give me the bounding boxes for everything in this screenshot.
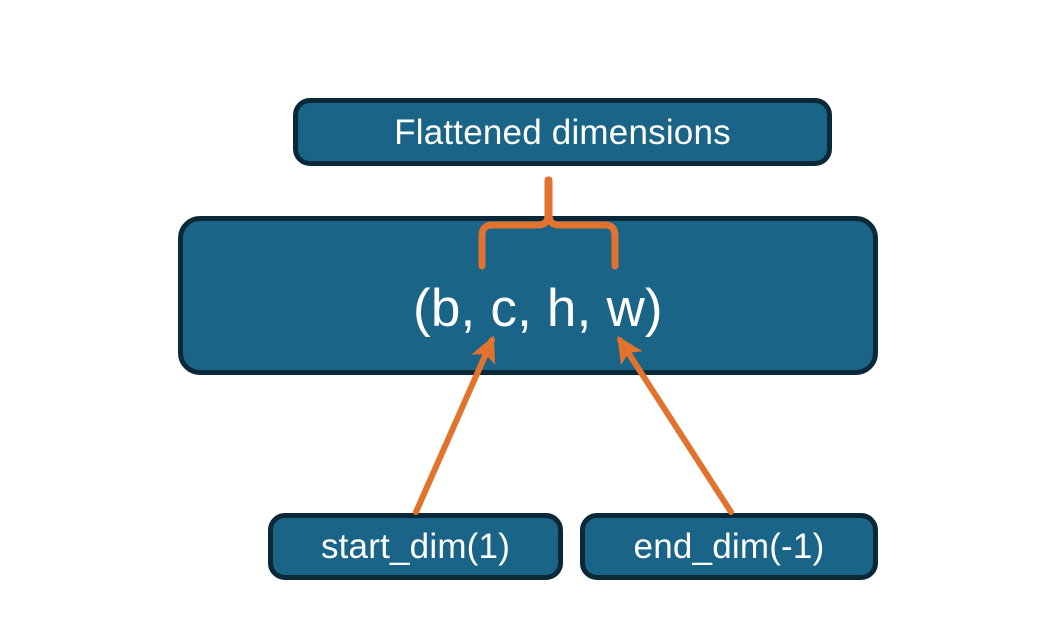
flattened-dimensions-box: Flattened dimensions — [293, 98, 832, 166]
end-dim-box: end_dim(-1) — [580, 513, 878, 580]
tensor-shape-box: (b, c, h, w) — [178, 216, 878, 375]
end-dim-label: end_dim(-1) — [633, 527, 825, 566]
start-dim-box: start_dim(1) — [268, 513, 563, 580]
flattened-dimensions-label: Flattened dimensions — [394, 112, 731, 152]
tensor-shape-label: (b, c, h, w) — [413, 279, 663, 338]
start-dim-label: start_dim(1) — [320, 527, 511, 566]
